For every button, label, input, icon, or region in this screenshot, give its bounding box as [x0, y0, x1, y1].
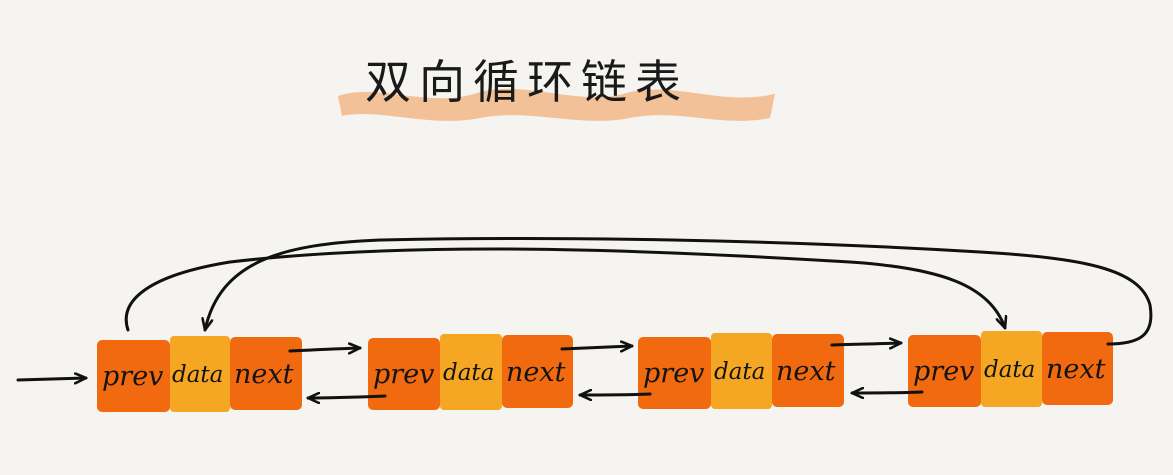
node-4-data-cell	[981, 331, 1042, 407]
node-2-next-label: next	[506, 357, 566, 388]
node-4-next-cell	[1042, 332, 1113, 405]
node-3-prev-label: prev	[643, 358, 704, 389]
node-3-next-cell	[772, 334, 844, 407]
list-node-3: prev data next	[638, 333, 844, 409]
title-highlight	[338, 88, 775, 121]
node-4-prev-cell	[908, 335, 981, 407]
node-2-data-label: data	[443, 360, 494, 386]
list-node-2: prev data next	[368, 334, 573, 410]
node-1-data-cell	[170, 336, 230, 412]
diagram-title: 双向循环链表	[365, 55, 689, 109]
list-node-4: prev data next	[908, 331, 1113, 407]
node-3-data-cell	[711, 333, 772, 409]
node-2-prev-label: prev	[373, 359, 434, 390]
node-1-prev-cell	[97, 340, 170, 412]
node-2-prev-cell	[368, 338, 440, 410]
node-3-next-label: next	[776, 356, 836, 387]
node-1-next-label: next	[234, 359, 294, 390]
node-4-next-label: next	[1046, 354, 1106, 385]
head-pointer-arrow	[16, 378, 88, 380]
node-1-next-cell	[230, 337, 302, 410]
node-3-data-label: data	[714, 359, 765, 385]
node-3-prev-cell	[638, 337, 711, 409]
next-arrow-2-to-3	[560, 346, 634, 349]
next-arrow-1-to-2	[288, 348, 362, 351]
node-1-prev-label: prev	[102, 361, 163, 392]
next-arrow-3-to-4	[830, 343, 903, 345]
list-node-1: prev data next	[97, 336, 302, 412]
prev-arrow-3-to-2	[578, 394, 652, 395]
node-1-data-label: data	[172, 362, 223, 388]
node-2-data-cell	[440, 334, 502, 410]
node-4-prev-label: prev	[913, 356, 974, 387]
circular-prev-arrow-head-to-tail	[124, 247, 1005, 332]
node-4-data-label: data	[984, 357, 1035, 383]
prev-arrow-4-to-3	[850, 392, 924, 393]
prev-arrow-2-to-1	[306, 396, 387, 398]
circular-next-arrow-tail-to-head	[205, 237, 1153, 346]
node-2-next-cell	[502, 335, 573, 408]
